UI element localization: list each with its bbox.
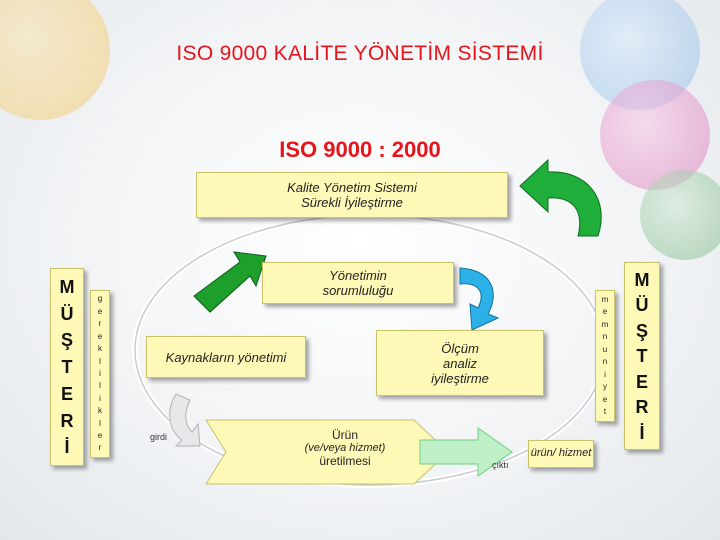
satisfaction-letter: n [602,332,608,342]
satisfaction-letter: m [601,294,609,304]
product-realization-text: Ürün (ve/veya hizmet) üretilmesi [270,428,420,468]
satisfaction-letter: n [602,357,608,367]
requirements-letter: i [99,368,101,378]
management-responsibility-box: Yönetimin sorumluluğu [262,262,454,304]
customer-left-letter: Ş [60,330,73,351]
customer-left-column: M Ü Ş T E R İ [50,268,84,466]
requirements-letter: i [99,393,101,403]
product-line-2: (ve/veya hizmet) [304,442,386,454]
customer-right-letter: M [634,269,650,290]
product-service-label: ürün/ hizmet [530,447,592,460]
requirements-letter: r [98,443,102,453]
blue-cycle-arrow-icon [459,267,500,331]
input-label: girdi [150,432,168,442]
qms-line-2: Sürekli İyileştirme [301,195,403,210]
customer-right-letter: Ş [635,320,648,341]
customer-right-letter: İ [639,422,645,443]
satisfaction-letter: e [602,307,608,317]
improvement-arrow-icon [519,158,602,237]
customer-right-column: M Ü Ş T E R İ [624,262,660,450]
diagram-subtitle: ISO 9000 : 2000 [279,137,441,162]
customer-left-letter: M [59,276,75,297]
product-service-box: ürün/ hizmet [528,440,594,468]
requirements-letter: k [98,406,102,416]
measurement-line-1: Ölçüm [441,340,479,356]
resource-management-label: Kaynakların yönetimi [165,349,287,365]
satisfaction-letter: m [601,319,609,329]
decorative-sphere [640,170,720,260]
requirements-letter: r [98,319,102,329]
satisfaction-column: m e m n u n i y e t [595,290,615,422]
requirements-letter: g [97,294,103,304]
requirements-letter: e [97,431,103,441]
satisfaction-letter: i [604,369,606,379]
customer-left-letter: Ü [60,303,74,324]
satisfaction-letter: y [603,382,607,392]
product-chevron [205,419,449,485]
satisfaction-letter: u [602,344,608,354]
quality-management-system-box: Kalite Yönetim Sistemi Sürekli İyileştir… [196,172,508,218]
input-arrow-icon [169,393,201,447]
measurement-analysis-box: Ölçüm analiz iyileştirme [376,330,544,396]
requirements-letter: k [98,344,102,354]
customer-left-letter: T [61,357,73,377]
green-cycle-arrow-icon [193,251,267,313]
requirements-letter: e [97,331,103,341]
requirements-letter: e [97,306,103,316]
customer-left-letter: İ [64,437,70,458]
product-line-3: üretilmesi [319,454,371,468]
customer-right-letter: Ü [635,295,649,315]
resource-management-box: Kaynakların yönetimi [146,336,306,378]
product-line-1: Ürün [331,428,358,442]
output-arrow-icon [419,427,513,477]
output-label: çıktı [492,460,509,470]
satisfaction-letter: e [602,394,608,404]
management-line-1: Yönetimin [329,268,387,283]
customer-left-letter: R [60,410,74,431]
measurement-line-2: analiz [443,355,477,371]
customer-left-letter: E [60,383,73,404]
satisfaction-letter: t [603,407,607,417]
customer-right-letter: R [635,397,649,417]
requirements-letter: l [99,356,101,366]
requirements-letter: l [99,381,101,391]
requirements-column: g e r e k l i l i k l e r [90,290,110,458]
management-line-2: sorumluluğu [322,283,394,298]
measurement-line-3: iyileştirme [431,370,489,386]
qms-line-1: Kalite Yönetim Sistemi [287,180,417,195]
customer-right-letter: T [636,346,648,366]
page-title: ISO 9000 KALİTE YÖNETİM SİSTEMİ [176,42,544,65]
customer-right-letter: E [635,371,648,392]
requirements-letter: l [99,418,101,428]
